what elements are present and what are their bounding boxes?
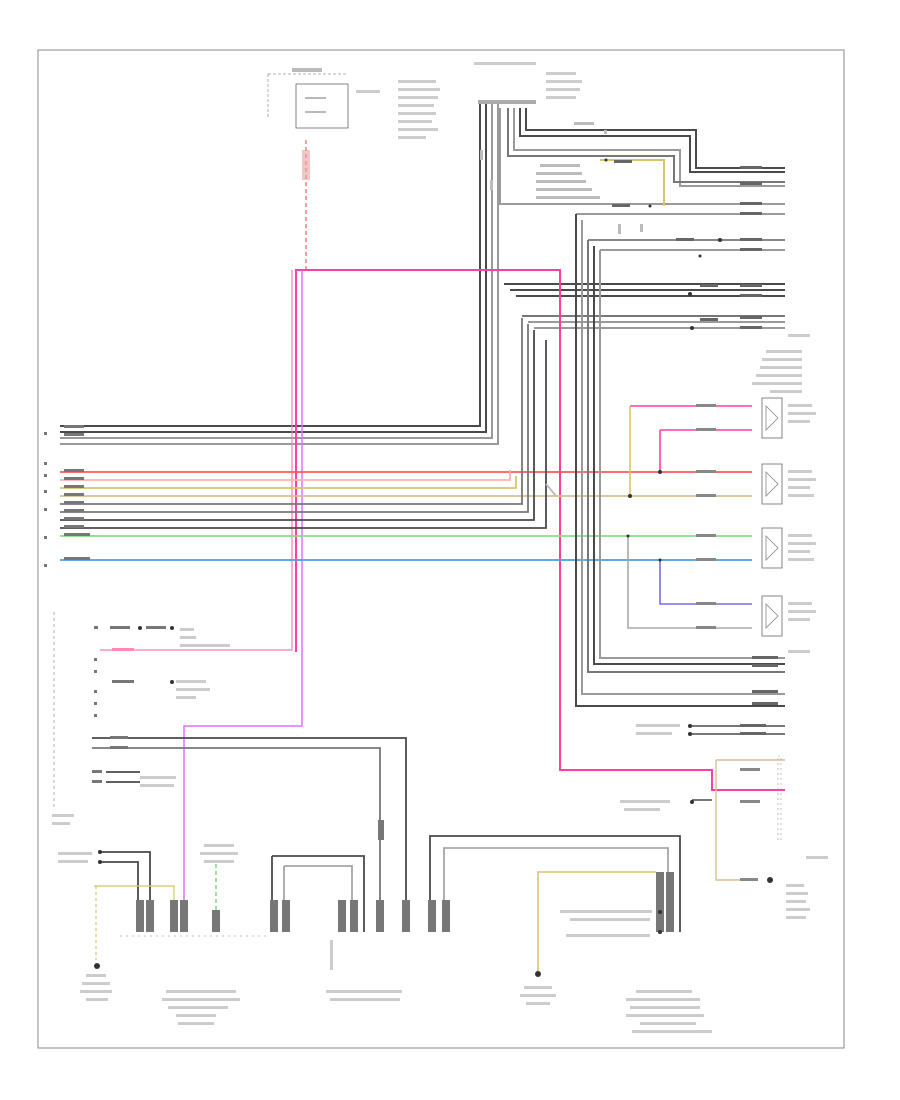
nav-wires [92, 737, 407, 932]
pink-wire-main [295, 269, 785, 791]
telephone-module [428, 835, 712, 1033]
ground-right [767, 877, 810, 919]
ground-bottom-mid [520, 871, 656, 1005]
left-lower-connectors [94, 626, 230, 717]
nav-wire-stubs [92, 736, 384, 840]
left-bottom-labels [52, 814, 74, 825]
pink-wire-branch [100, 270, 293, 651]
amplifier-connector [474, 62, 582, 104]
ground-point-left [58, 850, 175, 1001]
lower-right-bundle [575, 214, 785, 707]
right-speaker-dots [626, 470, 662, 562]
navigation-control-module [120, 844, 270, 1025]
left-front-door-speaker [761, 463, 816, 505]
amp-label-block [752, 334, 810, 653]
magenta-wire-nav [183, 270, 303, 930]
top-fuse-box [267, 68, 440, 139]
right-connector-stubs [612, 160, 762, 329]
right-aux-connector [690, 755, 785, 881]
right-speaker-stubs [696, 404, 716, 629]
vertical-trunk [60, 104, 499, 445]
right-front-door-speaker [761, 527, 816, 569]
ground-point-right-upper [636, 724, 785, 736]
radio-antenna-module [270, 855, 410, 1001]
speaker-bus-stubs [44, 425, 90, 567]
lower-right-stubs [752, 656, 778, 705]
right-speaker-wiring [627, 405, 752, 629]
right-front-tweeter [761, 595, 816, 637]
right-aux-stubs [620, 768, 828, 881]
misc-markers [480, 122, 643, 234]
wire-dots-upper [604, 158, 722, 330]
speaker-bus [60, 318, 752, 561]
diagram-frame [37, 49, 845, 1049]
left-front-tweeter [761, 397, 816, 439]
